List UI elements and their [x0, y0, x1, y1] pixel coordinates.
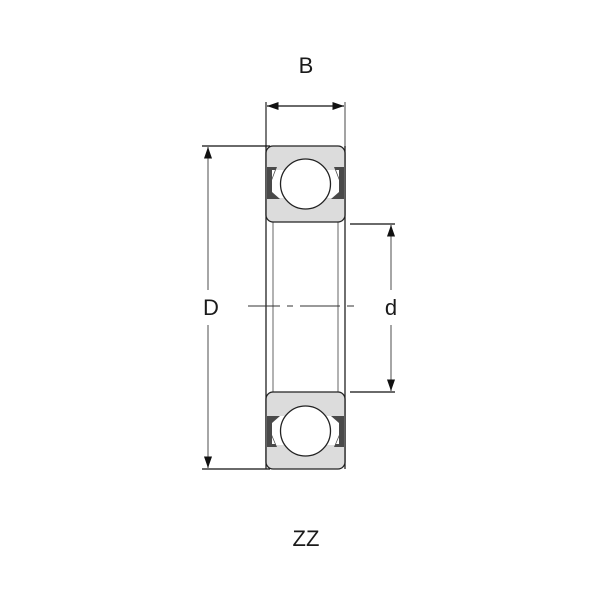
outer-diameter-label: D — [203, 295, 219, 320]
width-label: B — [299, 53, 314, 78]
variant-label: ZZ — [293, 526, 320, 551]
width-dimension: B — [265, 53, 346, 148]
ball-top — [279, 158, 332, 210]
inner-diameter-label: d — [385, 295, 397, 320]
inner-diameter-dimension: d — [350, 223, 397, 393]
bearing-bottom-section — [265, 391, 346, 470]
ball-bottom — [279, 405, 332, 457]
outer-diameter-dimension: D — [202, 145, 270, 470]
bearing-top-section — [265, 145, 346, 223]
